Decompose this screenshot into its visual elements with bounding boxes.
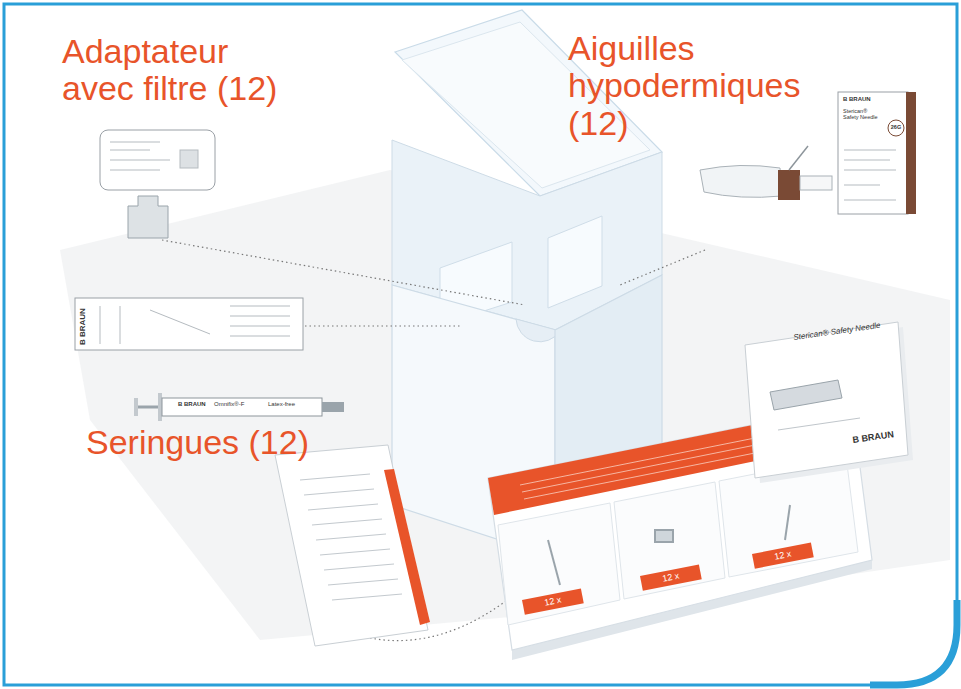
adapter-label-lines: [110, 142, 198, 170]
booklet: [745, 322, 908, 478]
needle-card: [838, 92, 908, 214]
needle: [789, 146, 808, 170]
manual-tab: [384, 469, 430, 625]
product-text: Latex-free: [268, 401, 295, 408]
product-text: Sterican® Safety Needle: [843, 108, 883, 121]
gauge-text: 26G: [889, 124, 903, 130]
syringe-tip: [322, 402, 344, 412]
needle-hub: [778, 170, 800, 200]
manual-lines: [300, 474, 402, 600]
needle-card-lines: [844, 150, 896, 200]
callout-label: Aiguilles hypodermiques (12): [568, 30, 833, 142]
frame-corner: [870, 600, 957, 685]
callout-label: Seringues (12): [86, 424, 346, 461]
needle-card-strip: [906, 92, 916, 214]
syringe-flange: [158, 393, 162, 421]
callout-label: Adaptateur avec filtre (12): [62, 33, 287, 108]
booklet-rule: [778, 418, 860, 430]
adapter: [128, 196, 168, 238]
tray-compartments: [498, 456, 858, 625]
syringe-label: [75, 298, 303, 350]
product-text: Omnifix®-F: [214, 401, 244, 408]
frame: [4, 4, 957, 685]
syringe-label-lines: [100, 306, 290, 344]
box-notch: [516, 319, 560, 342]
booklet-needle-picture: [770, 380, 842, 410]
gauge-circle: [888, 120, 904, 136]
needle-sheath: [700, 165, 782, 197]
brand-text: B BRAUN: [79, 308, 88, 345]
syringe-thumb: [134, 398, 138, 416]
adapter-label-card: [100, 130, 215, 190]
needle-cap: [800, 176, 832, 190]
brand-text: B BRAUN: [178, 401, 206, 408]
box-divider: [548, 216, 602, 308]
brand-text: B BRAUN: [843, 96, 871, 103]
syringe-barrel: [162, 398, 322, 416]
